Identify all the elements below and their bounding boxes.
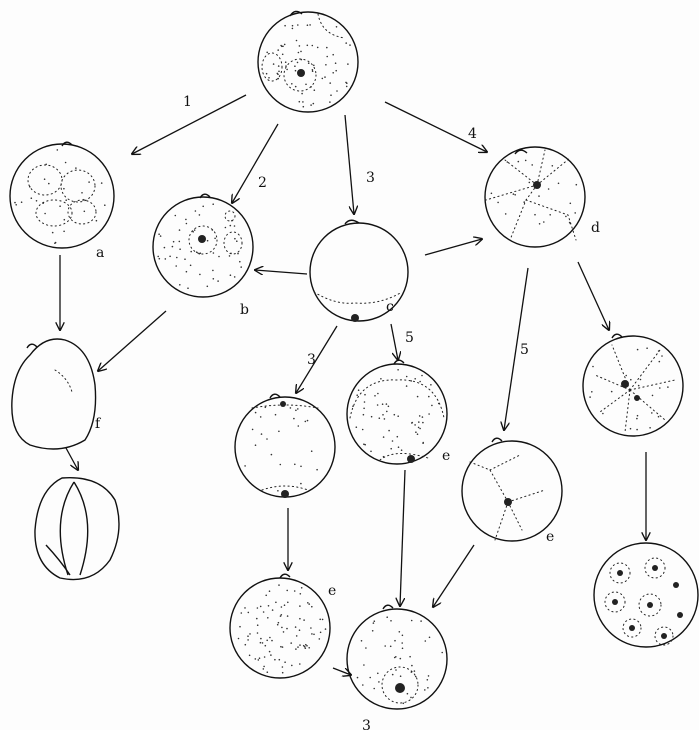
- cell-label-bottom-3: 3: [362, 718, 371, 730]
- cell-e-lower: [230, 574, 330, 678]
- arrow-f-to-folded: [66, 448, 78, 470]
- cell-final: [347, 605, 447, 709]
- arrow-b-to-f: [98, 311, 166, 371]
- cell-b: [153, 194, 253, 297]
- arrow-d-to-dnext: [578, 262, 609, 330]
- cell-d-next: [583, 334, 683, 436]
- cell-e-right: [462, 438, 562, 541]
- cell-d: [485, 147, 585, 247]
- cell-label-c: c: [386, 299, 394, 315]
- cell-e-upper: [347, 360, 447, 464]
- top-cell: [258, 11, 358, 112]
- folded-pollen-grain: [35, 478, 119, 580]
- arrow-top-to-c: [345, 115, 354, 214]
- arrow-e-to-final: [400, 470, 405, 606]
- arrow-c-to-e: [391, 324, 398, 360]
- cell-label-e2: e: [546, 529, 554, 545]
- arrow-c-to-d: [425, 239, 482, 255]
- pathway-label-4: 4: [468, 126, 477, 142]
- pathway-label-3b: 3: [307, 352, 316, 368]
- arrow-c-to-b: [255, 270, 307, 274]
- stipple-dots: [14, 24, 669, 704]
- pathway-label-2: 2: [258, 175, 267, 191]
- cell-label-e1: e: [442, 448, 450, 464]
- cell-label-f: f: [95, 416, 102, 432]
- cell-label-d: d: [591, 220, 600, 236]
- cell-label-e3: e: [328, 583, 336, 599]
- pathway-label-5b: 5: [520, 342, 529, 358]
- arrow-eright-to-final: [433, 545, 474, 607]
- arrow-top-to-b: [232, 124, 278, 203]
- cell-a: [10, 142, 114, 248]
- pathway-label-3: 3: [366, 170, 375, 186]
- cell-label-a: a: [96, 245, 104, 261]
- cell-f: [12, 339, 96, 449]
- cell-label-b: b: [240, 302, 249, 318]
- cell-multinucleate: [594, 543, 698, 647]
- pathway-arrows: [60, 95, 646, 675]
- cell-c-path3: [235, 394, 335, 498]
- pathway-label-5a: 5: [405, 330, 414, 346]
- pathway-label-1: 1: [183, 94, 192, 110]
- arrow-c-to-c3: [296, 326, 337, 393]
